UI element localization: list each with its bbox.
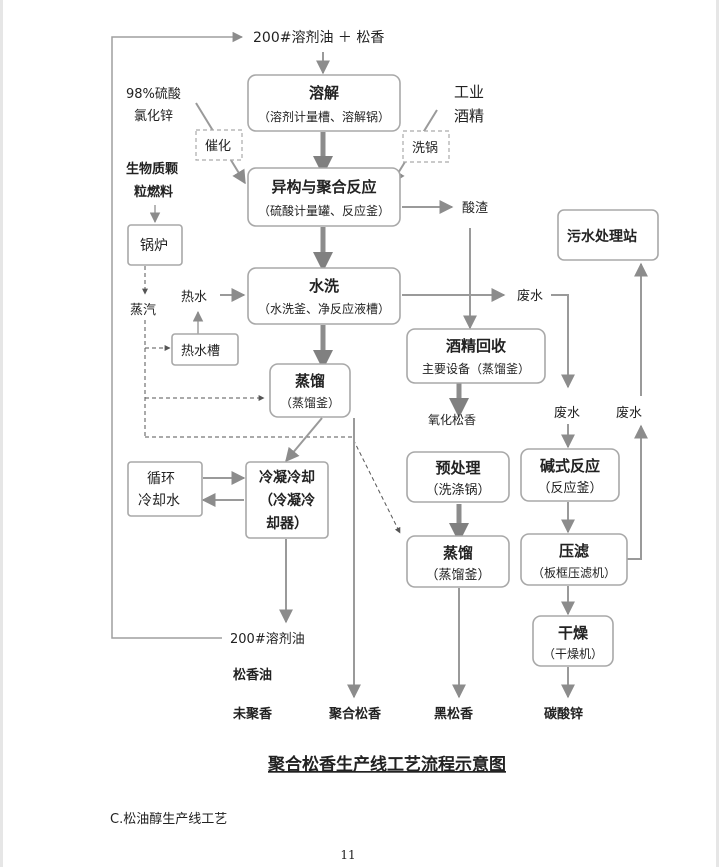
hot-water-tank-label: 热水槽 <box>181 344 220 359</box>
boiler-box <box>127 224 183 266</box>
filter-name: 压滤 <box>559 542 589 560</box>
pretreat-name: 预处理 <box>435 459 480 477</box>
distill2-box <box>406 535 510 588</box>
condense-line-3: 却器） <box>266 515 308 532</box>
alcohol-recovery-box <box>406 328 546 384</box>
steam-label: 蒸汽 <box>130 303 156 318</box>
zinc-carbonate-output: 碳酸锌 <box>544 706 583 722</box>
distill-equipment: （蒸馏釜） <box>280 395 340 410</box>
wash-box <box>247 267 401 325</box>
alcohol-recovery-name: 酒精回收 <box>446 337 506 355</box>
circulating-water-label-1: 循环 <box>147 471 175 487</box>
pretreat-equipment: （洗涤锅） <box>425 482 490 498</box>
alkaline-name: 碱式反应 <box>540 457 600 475</box>
distill2-name: 蒸馏 <box>443 544 473 562</box>
acid-label-1: 98%硫酸 <box>126 87 181 102</box>
black-rosin-output: 黑松香 <box>434 706 474 722</box>
waste-water-label-2: 废水 <box>554 405 580 421</box>
connectors <box>111 31 648 699</box>
distill2-equipment: （蒸馏釜） <box>425 568 490 583</box>
alkaline-equipment: （反应釜） <box>537 480 602 496</box>
fuel-label-1: 生物质颗 <box>126 161 178 177</box>
catalyst-label: 催化 <box>205 139 231 154</box>
wash-pot-box <box>402 130 450 163</box>
fuel-label-2: 粒燃料 <box>134 184 173 200</box>
condense-line-2: （冷凝冷 <box>259 492 315 509</box>
boiler-label: 锅炉 <box>140 238 168 254</box>
oxidized-rosin-label: 氧化松香 <box>428 413 476 427</box>
hot-water-tank-box <box>171 333 239 366</box>
hot-water-label: 热水 <box>181 290 207 305</box>
alcohol-recovery-equipment: 主要设备（蒸馏釜） <box>422 361 530 376</box>
solvent-oil-output: 200#溶剂油 <box>230 632 305 647</box>
condense-line-1: 冷凝冷却 <box>259 469 315 486</box>
dissolve-equipment: （溶剂计量槽、溶解锅） <box>258 109 390 124</box>
page-edge-right <box>716 0 719 867</box>
wastewater-station-box <box>557 209 659 261</box>
circulating-water-box <box>127 461 203 517</box>
distill-name: 蒸馏 <box>295 372 325 390</box>
section-heading: C.松油醇生产线工艺 <box>110 811 227 827</box>
dry-box <box>532 615 614 667</box>
condense-box <box>245 461 329 539</box>
isomerize-name: 异构与聚合反应 <box>271 178 376 196</box>
rosin-oil-output: 松香油 <box>233 667 272 683</box>
pretreat-box <box>406 451 510 503</box>
alkaline-box <box>520 448 620 502</box>
alcohol-label-2: 酒精 <box>454 107 484 125</box>
dissolve-name: 溶解 <box>309 84 339 102</box>
isomerize-box <box>247 167 401 227</box>
alcohol-label-1: 工业 <box>454 83 484 101</box>
acid-label-2: 氯化锌 <box>134 109 173 124</box>
page-edge-left <box>0 0 3 867</box>
waste-water-label-3: 废水 <box>616 405 642 421</box>
filter-equipment: （板框压滤机） <box>532 566 616 580</box>
catalyst-box <box>195 129 243 161</box>
dry-equipment: （干燥机） <box>543 647 603 661</box>
filter-box <box>520 533 628 586</box>
isomerize-equipment: （硫酸计量罐、反应釜） <box>258 203 390 218</box>
distill-box <box>269 363 351 418</box>
waste-water-label-1: 废水 <box>517 288 543 304</box>
dissolve-box <box>247 74 401 132</box>
wash-equipment: （水洗釜、净反应液槽） <box>258 301 390 316</box>
dry-name: 干燥 <box>558 624 589 642</box>
polymerized-rosin-output: 聚合松香 <box>328 706 382 722</box>
acid-residue-label: 酸渣 <box>462 201 488 216</box>
wastewater-station-label: 污水处理站 <box>567 228 637 245</box>
unpolymerized-output: 未聚香 <box>232 706 273 722</box>
wash-name: 水洗 <box>309 277 339 295</box>
circulating-water-label-2: 冷却水 <box>138 493 180 509</box>
wash-pot-label: 洗锅 <box>412 140 438 156</box>
solvent-rosin-input: 200#溶剂油 ＋ 松香 <box>253 30 384 46</box>
diagram-caption: 聚合松香生产线工艺流程示意图 <box>267 754 506 775</box>
page-number: 11 <box>340 848 355 862</box>
